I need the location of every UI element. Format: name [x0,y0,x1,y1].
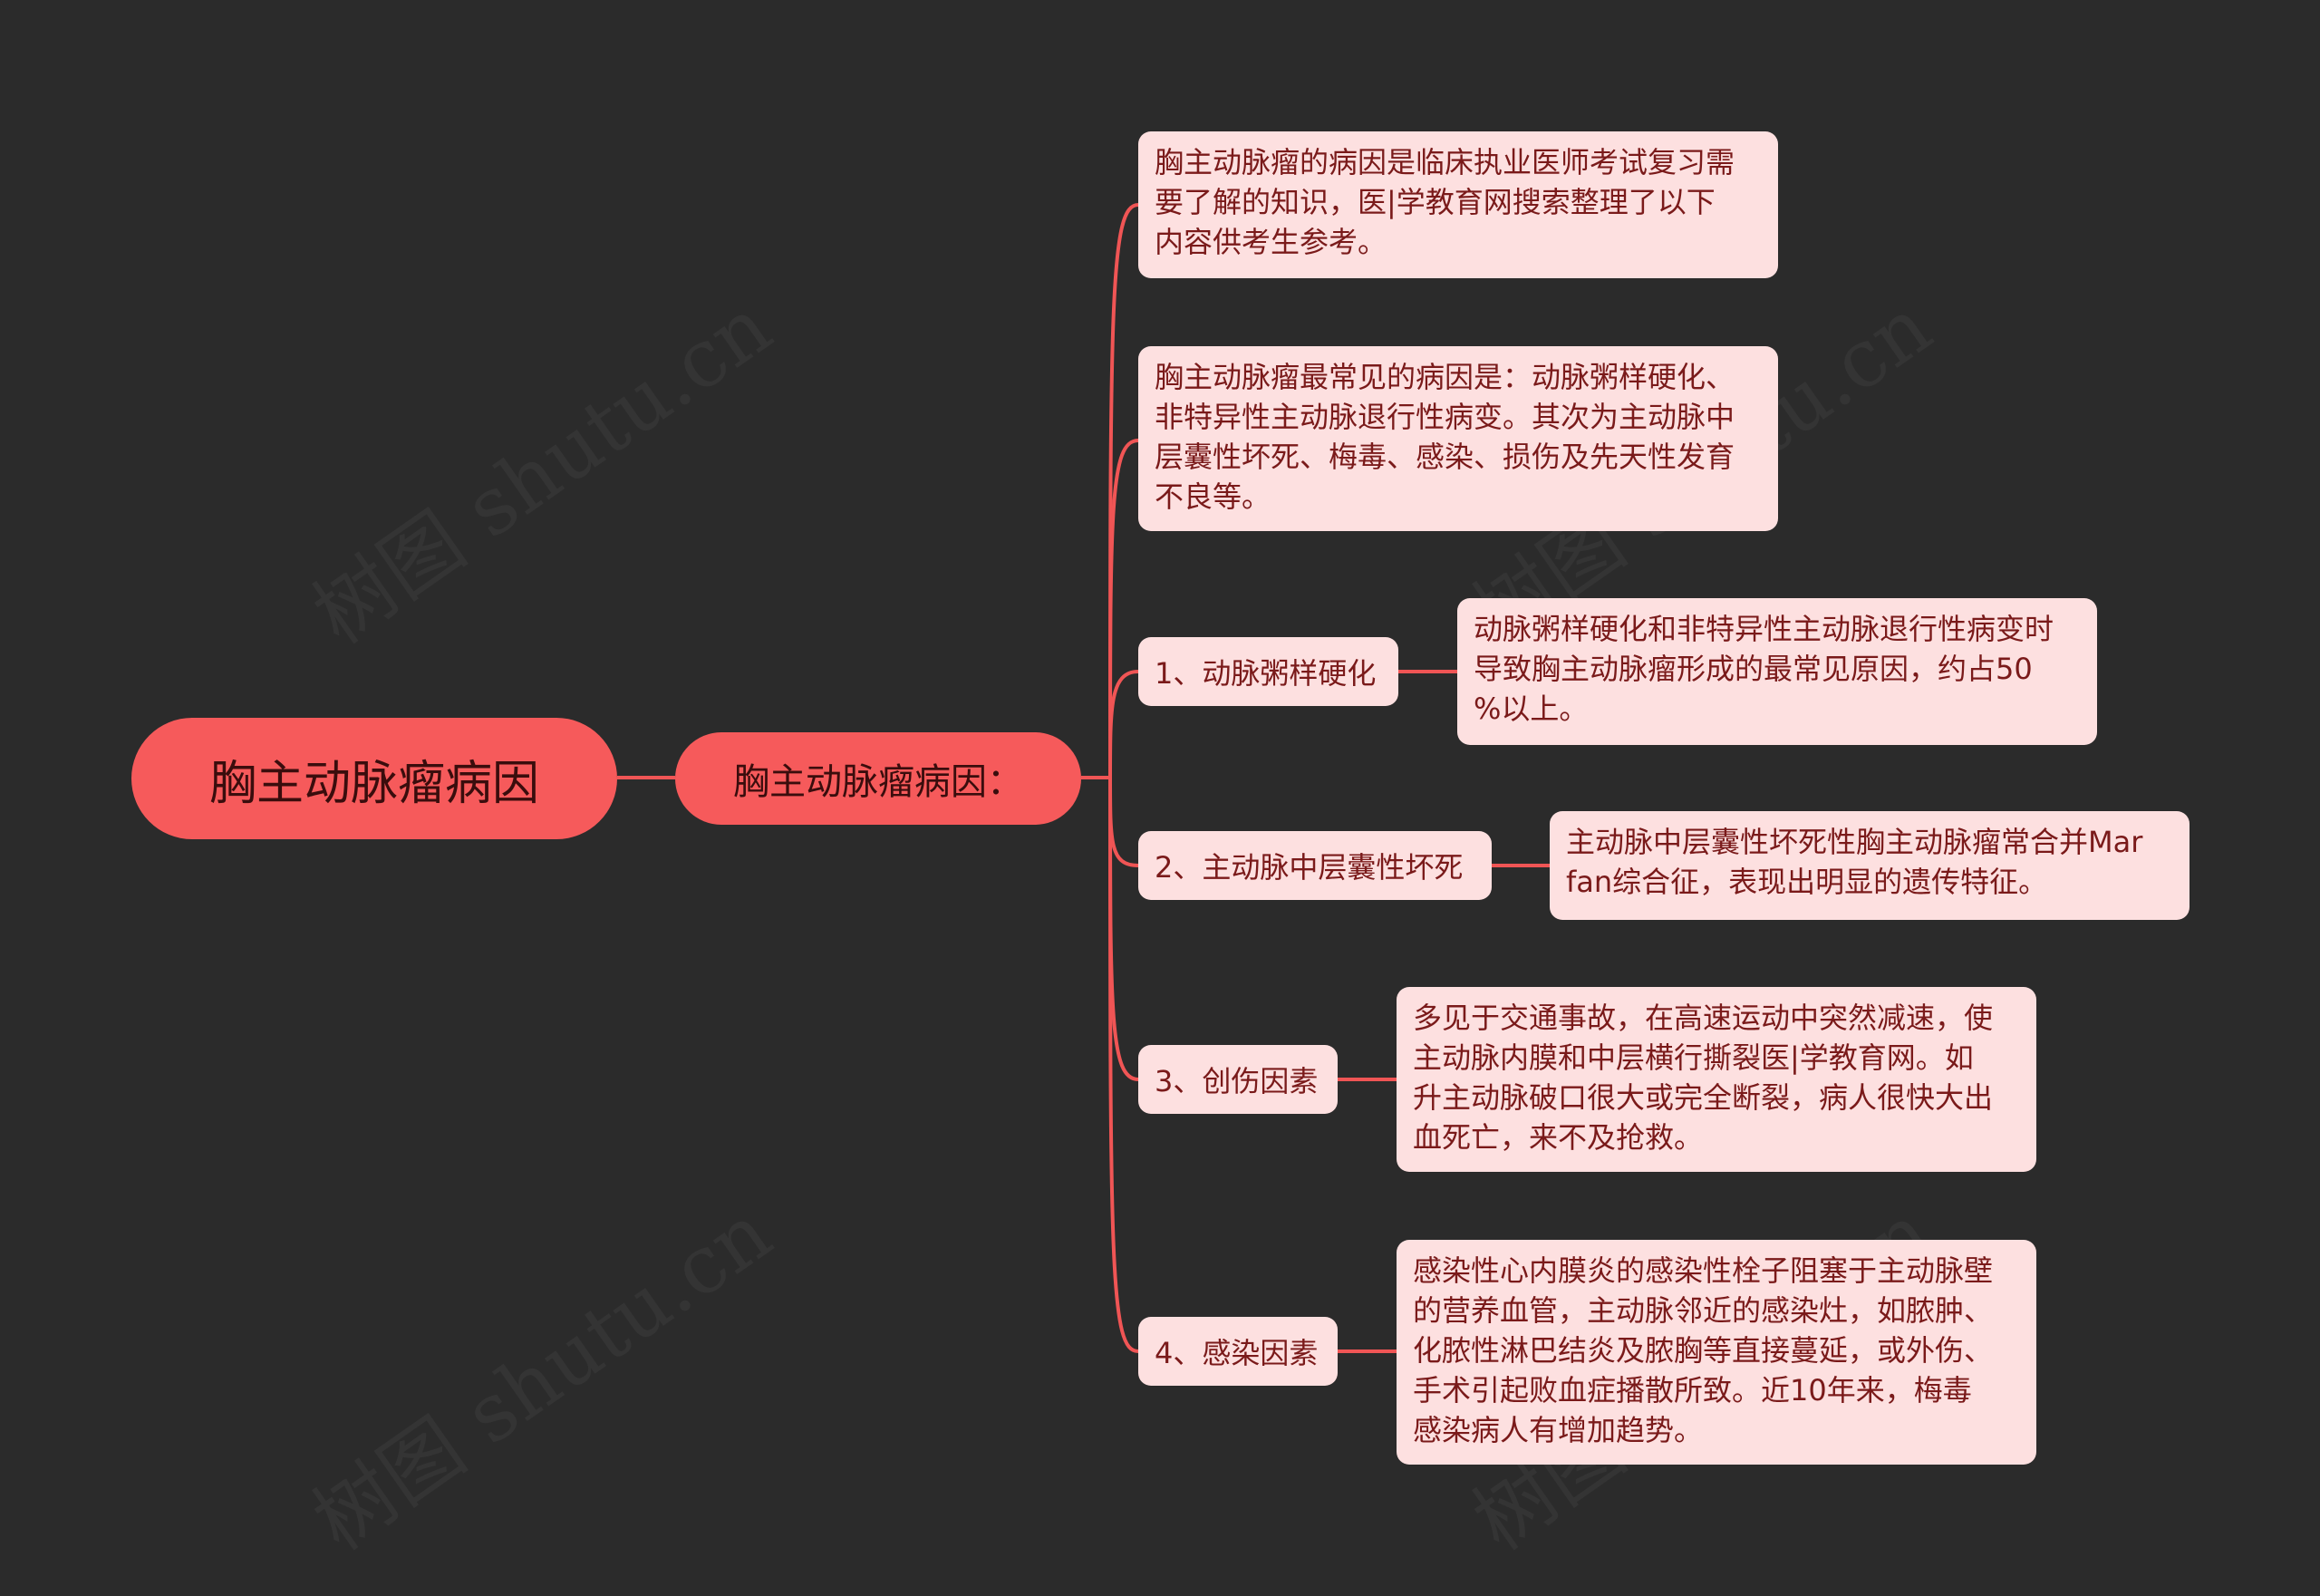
link-main-common [1108,439,1139,779]
text-line: 多见于交通事故，在高速运动中突然减速，使 [1413,1001,1994,1035]
text-line: 要了解的知识，医|学教育网搜索整理了以下 [1155,185,1716,219]
intro-note[interactable]: 胸主动脉瘤的病因是临床执业医师考试复习需 要了解的知识，医|学教育网搜索整理了以… [1138,131,1778,278]
text-line: %以上。 [1474,692,1589,726]
link-main-cause-2 [1108,777,1139,867]
text-line: 手术引起败血症播散所致。近10年来，梅毒 [1413,1373,1972,1407]
text-line: 胸主动脉瘤的病因是临床执业医师考试复习需 [1155,145,1735,179]
cause-4-detail[interactable]: 感染性心内膜炎的感染性栓子阻塞于主动脉壁 的营养血管，主动脉邻近的感染灶，如脓肿… [1397,1240,2036,1465]
cause-4-label[interactable]: 4、感染因素 [1138,1317,1338,1386]
text-line: 非特异性主动脉退行性病变。其次为主动脉中 [1155,400,1735,434]
text-line: 主动脉内膜和中层横行撕裂医|学教育网。如 [1413,1040,1974,1075]
text-line: fan综合征，表现出明显的遗传特征。 [1566,865,2048,899]
cause-2-label[interactable]: 2、主动脉中层囊性坏死 [1138,831,1492,900]
cause-3-label[interactable]: 3、创伤因素 [1138,1045,1338,1114]
text-line: 感染性心内膜炎的感染性栓子阻塞于主动脉壁 [1413,1253,1994,1288]
cause-1-detail[interactable]: 动脉粥样硬化和非特异性主动脉退行性病变时 导致胸主动脉瘤形成的最常见原因，约占5… [1457,598,2097,745]
text-line: 导致胸主动脉瘤形成的最常见原因，约占50 [1474,652,2033,686]
link-main-cause-1 [1108,670,1139,779]
cause-1-label[interactable]: 1、动脉粥样硬化 [1138,637,1398,706]
text-line: 感染病人有增加趋势。 [1413,1413,1704,1447]
text-line: 层囊性坏死、梅毒、感染、损伤及先天性发育 [1155,440,1735,474]
text-line: 血死亡，来不及抢救。 [1413,1120,1704,1155]
text-line: 化脓性淋巴结炎及脓胸等直接蔓延，或外伤、 [1413,1333,1994,1368]
text-line: 的营养血管，主动脉邻近的感染灶，如脓肿、 [1413,1293,1994,1328]
text-line: 动脉粥样硬化和非特异性主动脉退行性病变时 [1474,612,2054,646]
common-cause-note[interactable]: 胸主动脉瘤最常见的病因是：动脉粥样硬化、 非特异性主动脉退行性病变。其次为主动脉… [1138,346,1778,531]
text-line: 胸主动脉瘤最常见的病因是：动脉粥样硬化、 [1155,360,1735,394]
text-line: 升主动脉破口很大或完全断裂，病人很快大出 [1413,1080,1994,1115]
text-line: 内容供考生参考。 [1155,225,1387,259]
link-main-cause-3 [1108,777,1139,1081]
main-topic[interactable]: 胸主动脉瘤病因： [675,732,1081,825]
text-line: 主动脉中层囊性坏死性胸主动脉瘤常合并Mar [1566,825,2143,859]
cause-2-detail[interactable]: 主动脉中层囊性坏死性胸主动脉瘤常合并Mar fan综合征，表现出明显的遗传特征。 [1550,811,2190,920]
link-main-cause-4 [1108,777,1139,1353]
root-topic[interactable]: 胸主动脉瘤病因 [131,718,617,839]
cause-3-detail[interactable]: 多见于交通事故，在高速运动中突然减速，使 主动脉内膜和中层横行撕裂医|学教育网。… [1397,987,2036,1172]
text-line: 不良等。 [1155,479,1271,514]
